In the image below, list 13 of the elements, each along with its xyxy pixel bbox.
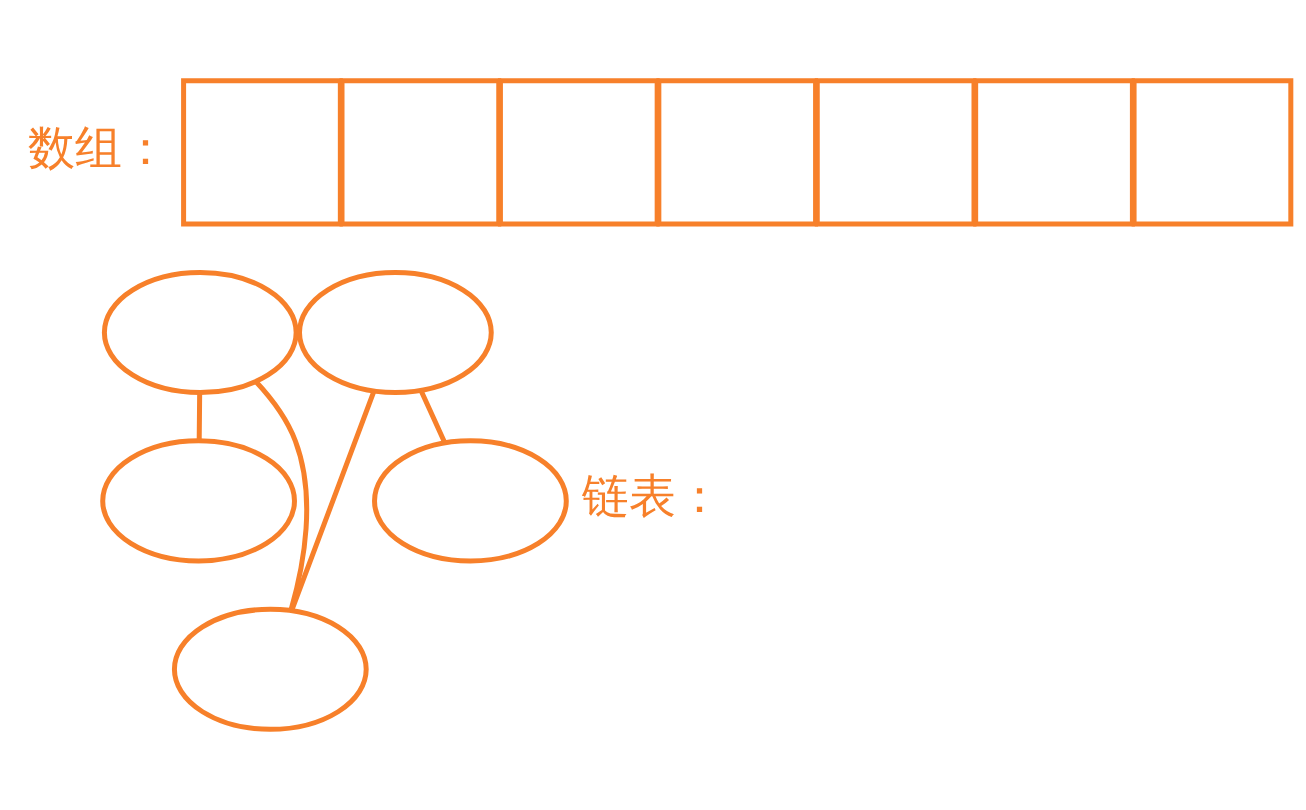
connector [253,379,310,611]
label: 数组： [28,120,170,175]
connector [196,392,203,441]
label: 链表： [581,469,723,524]
node-ellipse [372,438,569,564]
node-box [973,78,1135,227]
connector [418,389,447,444]
node-ellipse [171,606,369,732]
node-ellipse [100,438,297,564]
node-box [181,78,343,227]
node-ellipse [101,269,299,395]
node-box [1131,78,1294,227]
node-ellipse [297,269,494,395]
